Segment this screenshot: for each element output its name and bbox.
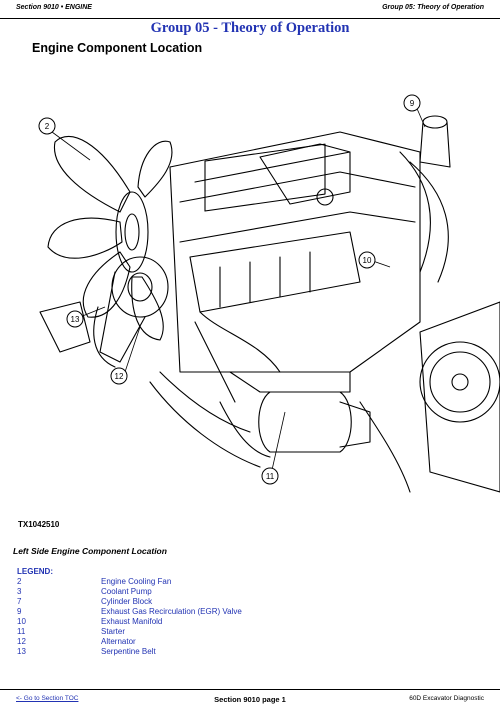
group-title: Group 05 - Theory of Operation [150,20,350,36]
legend-item: 11 Starter [17,627,317,637]
engine-illustration: 2 9 10 11 12 13 [38,94,500,493]
legend-number: 13 [17,647,26,656]
callout-11: 11 [261,467,279,485]
flywheel-drawing [419,301,500,493]
legend-number: 12 [17,637,26,646]
figure-caption: Left Side Engine Component Location [13,546,167,556]
legend-description: Coolant Pump [101,587,152,596]
page-number: Section 9010 page 1 [214,695,286,704]
legend-item: 3 Coolant Pump [17,587,317,597]
legend-list: 2 Engine Cooling Fan 3 Coolant Pump 7 Cy… [17,577,317,657]
callout-13: 13 [66,310,84,328]
legend-description: Serpentine Belt [101,647,156,656]
legend-item: 9 Exhaust Gas Recirculation (EGR) Valve [17,607,317,617]
svg-text:12: 12 [115,372,124,381]
svg-text:11: 11 [266,472,275,481]
legend-number: 2 [17,577,22,586]
figure-id: TX1042510 [18,520,60,529]
legend-description: Cylinder Block [101,597,153,606]
legend-item: 12 Alternator [17,637,317,647]
page-title: Engine Component Location [32,41,203,55]
svg-text:10: 10 [363,256,372,265]
legend-item: 13 Serpentine Belt [17,647,317,657]
header-group: Group 05: Theory of Operation [382,4,484,11]
callout-9: 9 [403,94,421,112]
section-toc-link[interactable]: <- Go to Section TOC [16,695,79,702]
page-footer: <- Go to Section TOC Section 9010 page 1… [0,689,500,713]
svg-text:13: 13 [71,315,80,324]
legend-item: 2 Engine Cooling Fan [17,577,317,587]
legend-number: 9 [17,607,22,616]
egr-valve-drawing [399,115,451,283]
alternator-drawing [93,256,169,368]
legend-item: 7 Cylinder Block [17,597,317,607]
legend-description: Engine Cooling Fan [101,577,172,586]
starter-drawing [219,391,371,458]
legend-description: Exhaust Gas Recirculation (EGR) Valve [101,607,242,616]
header-section: Section 9010 • ENGINE [16,4,92,11]
legend-item: 10 Exhaust Manifold [17,617,317,627]
legend-number: 3 [17,587,22,596]
engine-block-drawing [169,131,421,403]
page-header: Section 9010 • ENGINE Group 05: Theory o… [0,0,500,19]
legend-description: Alternator [101,637,136,646]
callout-10: 10 [358,251,376,269]
legend-number: 7 [17,597,22,606]
cooling-fan-drawing [47,135,173,341]
legend-number: 11 [17,627,26,636]
document-title: 60D Excavator Diagnostic [409,695,484,702]
legend-title: LEGEND: [17,567,53,576]
legend-description: Starter [101,627,126,636]
svg-text:2: 2 [45,122,50,131]
svg-text:9: 9 [410,99,415,108]
legend-description: Exhaust Manifold [101,617,163,626]
callout-2: 2 [38,117,56,135]
legend-number: 10 [17,617,26,626]
callout-12: 12 [110,367,128,385]
